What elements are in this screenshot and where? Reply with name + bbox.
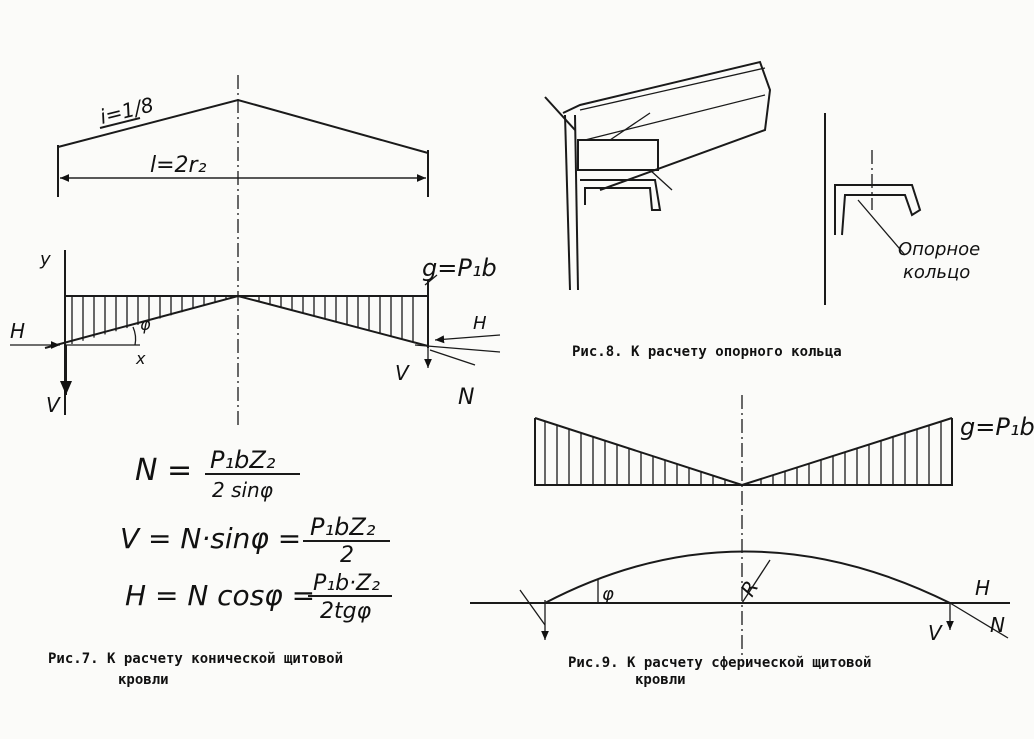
- ring-label-line1: Опорное: [898, 239, 980, 260]
- fig7-phi: φ: [140, 315, 151, 334]
- fig9-V: V: [928, 621, 943, 645]
- fig7-N-right: N: [458, 385, 474, 410]
- fig7-formulas: N = P₁bZ₂ 2 sinφ V = N·sinφ = P₁bZ₂ 2 H …: [120, 446, 392, 624]
- fig9-H: H: [975, 576, 990, 600]
- fig7-load-label: g=P₁b: [422, 254, 497, 282]
- fig7-caption-line2: кровли: [118, 672, 169, 688]
- fig7-axis-y: y: [39, 249, 51, 270]
- fig7-axis-x: x: [135, 349, 146, 368]
- formula-N-lhs: N =: [135, 453, 192, 488]
- fig8-caption: Рис.8. К расчету опорного кольца: [572, 344, 842, 360]
- formula-H-lhs: H = N cosφ =: [125, 579, 315, 612]
- fig7-caption-line1: Рис.7. К расчету конической щитовой: [48, 651, 343, 667]
- ring-label-line2: кольцо: [903, 262, 970, 283]
- fig7-V-left: V: [46, 393, 61, 417]
- span-label: l=2r₂: [150, 153, 207, 178]
- fig7-load-diagram: y x φ H V H V N g=P₁b: [10, 249, 501, 417]
- fig9-caption-line2: кровли: [635, 672, 686, 688]
- fig9-spherical-roof: g=P₁b φ R H V N: [470, 395, 1034, 655]
- fig9-phi: φ: [602, 584, 614, 605]
- formula-H-num: P₁b·Z₂: [313, 571, 380, 596]
- formula-H-den: 2tgφ: [320, 599, 372, 624]
- formula-V-lhs: V = N·sinφ =: [120, 522, 301, 555]
- formula-N-den: 2 sinφ: [212, 478, 273, 502]
- fig8-support-ring-detail: Опорное кольцо: [544, 60, 980, 305]
- fig7-H-left: H: [10, 319, 25, 343]
- formula-V-den: 2: [340, 543, 354, 568]
- fig9-N: N: [990, 613, 1005, 637]
- fig9-R: R: [736, 576, 764, 600]
- formula-V-num: P₁bZ₂: [310, 513, 376, 541]
- fig7-roof-profile: i=1/8 l=2r₂: [57, 75, 429, 425]
- fig7-H-right: H: [473, 313, 487, 334]
- formula-N-num: P₁bZ₂: [210, 446, 276, 474]
- fig9-caption-line1: Рис.9. К расчету сферической щитовой: [568, 655, 871, 671]
- fig7-V-right: V: [395, 361, 410, 385]
- fig9-load-label: g=P₁b: [960, 413, 1034, 441]
